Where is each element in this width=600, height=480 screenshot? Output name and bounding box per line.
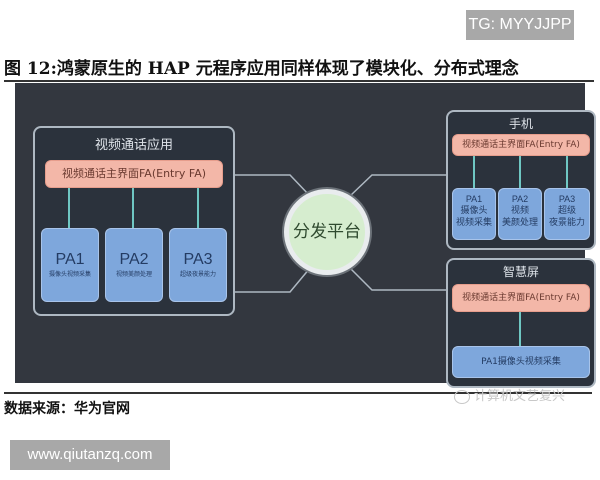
smart-screen-title: 智慧屏 — [502, 265, 539, 279]
wechat-icon — [454, 389, 470, 404]
phone-pa3-block: PA3 超级 夜景能力 — [544, 188, 590, 240]
pa2-block: PA2 视频美颜处理 — [105, 228, 163, 302]
phone-pa1-name: PA1 — [465, 194, 483, 204]
fa-pa3-link — [197, 188, 199, 228]
phone-pa2-name: PA2 — [511, 194, 529, 204]
wechat-watermark-text: 计算机文艺复兴 — [474, 389, 566, 404]
url-watermark-badge: www.qiutanzq.com — [10, 440, 170, 470]
phone-title: 手机 — [508, 117, 533, 131]
phone-pa3-name: PA3 — [558, 194, 576, 204]
pa1-desc: 摄像头视频采集 — [48, 271, 91, 278]
fa-pa2-link — [132, 188, 134, 228]
wechat-watermark: 计算机文艺复兴 — [454, 385, 565, 404]
phone-pa2-block: PA2 视频 美颜处理 — [498, 188, 542, 240]
pa1-block: PA1 摄像头视频采集 — [41, 228, 99, 302]
phone-pa3-desc-2: 夜景能力 — [548, 218, 585, 228]
phone-pa1-desc-1: 摄像头 — [460, 206, 488, 216]
phone-pa1-block: PA1 摄像头 视频采集 — [452, 188, 496, 240]
phone-fa-pa2-link — [519, 156, 521, 188]
phone-pa3-desc-1: 超级 — [557, 206, 576, 216]
pa1-name: PA1 — [55, 251, 85, 268]
fa-pa1-link — [68, 188, 70, 228]
phone-pa1-desc-2: 视频采集 — [455, 218, 492, 228]
smart-screen-pa1-block: PA1摄像头视频采集 — [452, 346, 590, 378]
video-call-app-title: 视频通话应用 — [94, 138, 173, 153]
pa3-block: PA3 超级夜景能力 — [169, 228, 227, 302]
phone-fa-pa1-link — [473, 156, 475, 188]
smart-screen-fa-pa-link — [519, 312, 521, 346]
pa2-desc: 视频美颜处理 — [115, 271, 152, 278]
smart-screen-group: 智慧屏 视频通话主界面FA(Entry FA) PA1摄像头视频采集 — [446, 258, 596, 388]
smart-screen-entry-fa-bar: 视频通话主界面FA(Entry FA) — [452, 284, 590, 312]
phone-group: 手机 视频通话主界面FA(Entry FA) PA1 摄像头 视频采集 PA2 … — [446, 110, 596, 250]
phone-fa-pa3-link — [566, 156, 568, 188]
phone-pa2-desc-1: 视频 — [510, 206, 529, 216]
pa2-name: PA2 — [119, 251, 149, 268]
phone-entry-fa-bar: 视频通话主界面FA(Entry FA) — [452, 134, 590, 156]
title-divider — [4, 80, 594, 82]
figure-title: 图 12:鸿蒙原生的 HAP 元程序应用同样体现了模块化、分布式理念 — [4, 59, 519, 79]
pa3-desc: 超级夜景能力 — [179, 271, 216, 278]
entry-fa-bar: 视频通话主界面FA(Entry FA) — [45, 160, 223, 188]
bottom-divider — [4, 392, 592, 394]
pa3-name: PA3 — [183, 251, 213, 268]
phone-pa2-desc-2: 美颜处理 — [501, 218, 538, 228]
video-call-app-group: 视频通话应用 视频通话主界面FA(Entry FA) PA1 摄像头视频采集 P… — [33, 126, 235, 316]
distribution-platform-hub: 分发平台 — [284, 189, 370, 275]
tg-watermark-badge: TG: MYYJJPP — [466, 10, 574, 40]
data-source: 数据来源：华为官网 — [4, 401, 130, 417]
